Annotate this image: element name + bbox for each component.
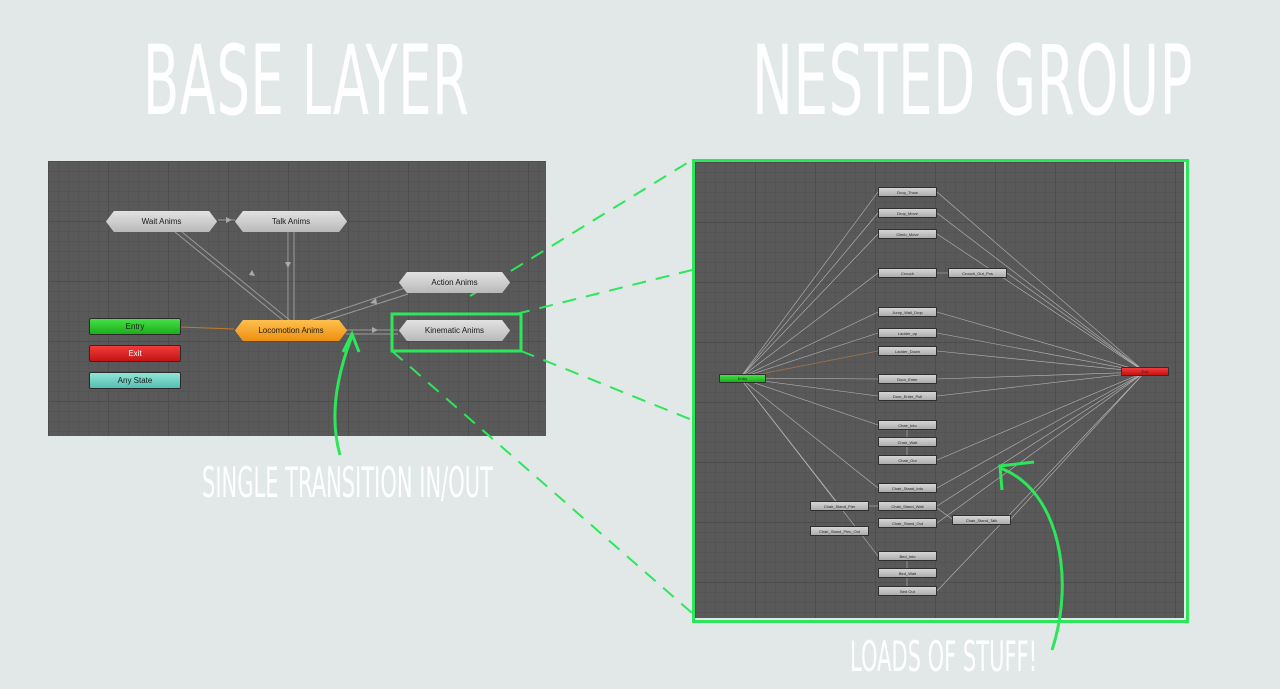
base-layer-graph[interactable] (48, 161, 546, 436)
zoom-dashes (391, 159, 693, 614)
state-label: Wait Anims (141, 217, 182, 226)
nested-state[interactable]: Chair_Stand_Into (878, 483, 937, 493)
nested-state[interactable]: Chair_Stand_Wait (878, 501, 937, 511)
nested-state[interactable]: Drop_Move (878, 208, 937, 218)
nested-transitions (739, 191, 1146, 592)
nested-state[interactable]: Crouch_Out_Pos (948, 268, 1007, 278)
state-label: Talk Anims (271, 217, 311, 226)
base-arrowheads (226, 217, 378, 333)
state-label: Exit (128, 349, 142, 358)
nested-state[interactable]: Chair_Out (878, 455, 937, 465)
state-talk-anims[interactable]: Talk Anims (235, 211, 347, 232)
nested-entry-default (739, 350, 879, 379)
nested-state[interactable]: Jump_Wall_Drop (878, 307, 937, 317)
nested-state[interactable]: Drop_Thow (878, 187, 937, 197)
state-wait-anims[interactable]: Wait Anims (106, 211, 217, 232)
nested-state[interactable]: Bed Out (878, 586, 937, 596)
nested-group-title: NESTED GROUP (752, 25, 1194, 137)
nested-state[interactable]: Door_Enter_Pull (878, 391, 937, 401)
nested-state[interactable]: Bed_Wait (878, 568, 937, 578)
nested-state[interactable]: Chair_Stand_Out (878, 518, 937, 528)
nested-state[interactable]: Chair_Stand_Pier (810, 501, 869, 511)
loads-of-stuff-caption: LOADS OF STUFF! (850, 632, 1038, 681)
nested-state[interactable]: Climb_Move (878, 229, 937, 239)
kinematic-highlight (390, 312, 523, 353)
loads-arrowhead (998, 460, 1035, 491)
nested-state[interactable]: Ladder_up (878, 328, 937, 338)
entry-transition (179, 326, 235, 330)
state-entry[interactable]: Entry (89, 318, 181, 335)
state-label: Any State (117, 376, 153, 385)
nested-state[interactable]: Bed_Into (878, 551, 937, 561)
nested-entry[interactable]: Entry (719, 374, 766, 383)
state-action-anims[interactable]: Action Anims (399, 272, 510, 293)
state-label: Action Anims (431, 278, 478, 287)
nested-state[interactable]: Crouch (878, 268, 937, 278)
single-transition-arrowhead (341, 330, 361, 353)
base-layer-title: BASE LAYER (143, 25, 470, 137)
nested-state[interactable]: Chair_Wait (878, 437, 937, 447)
nested-state[interactable]: Chair_Stand_Piec_Out (810, 526, 869, 536)
state-kinematic-anims[interactable]: Kinematic Anims (399, 320, 510, 341)
single-transition-caption: SINGLE TRANSITION IN/OUT (202, 458, 493, 507)
base-transitions (174, 219, 409, 335)
nested-state[interactable]: Door_Enter (878, 374, 937, 384)
state-any-state[interactable]: Any State (89, 372, 181, 389)
state-exit[interactable]: Exit (89, 345, 181, 362)
state-label: Locomotion Anims (258, 326, 324, 335)
nested-exit[interactable]: Exit (1121, 367, 1169, 376)
state-locomotion-anims[interactable]: Locomotion Anims (235, 320, 347, 341)
single-transition-arrow (333, 335, 354, 456)
nested-state[interactable]: Chair_Stand_Talk (952, 515, 1011, 525)
loads-arrow (999, 466, 1064, 651)
nested-state[interactable]: Chair_Into (878, 420, 937, 430)
state-label: Kinematic Anims (424, 326, 485, 335)
state-label: Entry (125, 322, 145, 331)
nested-state[interactable]: Ladder_Down (878, 346, 937, 356)
